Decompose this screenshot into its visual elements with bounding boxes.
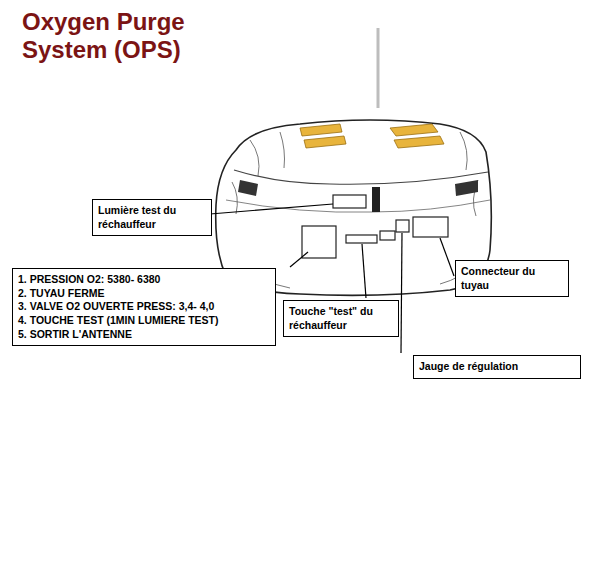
- callout-box: Connecteur du tuyau: [455, 260, 569, 297]
- instruction-line: 3. VALVE O2 OUVERTE PRESS: 3,4- 4,0: [18, 300, 270, 314]
- instruction-line: 4. TOUCHE TEST (1MIN LUMIERE TEST): [18, 314, 270, 328]
- yellow-patch: [300, 124, 444, 148]
- bag-seam: [234, 170, 488, 184]
- heater-test-light: [333, 195, 366, 208]
- antenna: [377, 28, 380, 108]
- panel-part: [380, 231, 395, 240]
- test-button: [346, 235, 377, 243]
- callout-label: Touche "test" du réchauffeur: [289, 305, 393, 332]
- callout-box: Jauge de régulation: [413, 355, 581, 379]
- corner-pad: [238, 180, 258, 196]
- fabric-folds: [232, 132, 478, 288]
- callout-box: Lumière test du réchauffeur: [92, 199, 212, 236]
- instruction-list-box: 1. PRESSION O2: 5380- 63802. TUYAU FERME…: [12, 268, 276, 346]
- instruction-line: 5. SORTIR L'ANTENNE: [18, 328, 270, 342]
- handle-bar: [372, 187, 380, 212]
- hose-connector: [413, 217, 448, 237]
- callout-box: Touche "test" du réchauffeur: [283, 300, 399, 337]
- instruction-line: 2. TUYAU FERME: [18, 287, 270, 301]
- diagram-title: Oxygen Purge System (OPS): [22, 8, 237, 63]
- instruction-line: 1. PRESSION O2: 5380- 6380: [18, 273, 270, 287]
- callout-label: Lumière test du réchauffeur: [98, 204, 206, 231]
- regulation-gauge: [396, 220, 409, 232]
- callout-label: Jauge de régulation: [419, 360, 575, 374]
- corner-pad: [455, 180, 478, 196]
- callout-label: Connecteur du tuyau: [461, 265, 563, 292]
